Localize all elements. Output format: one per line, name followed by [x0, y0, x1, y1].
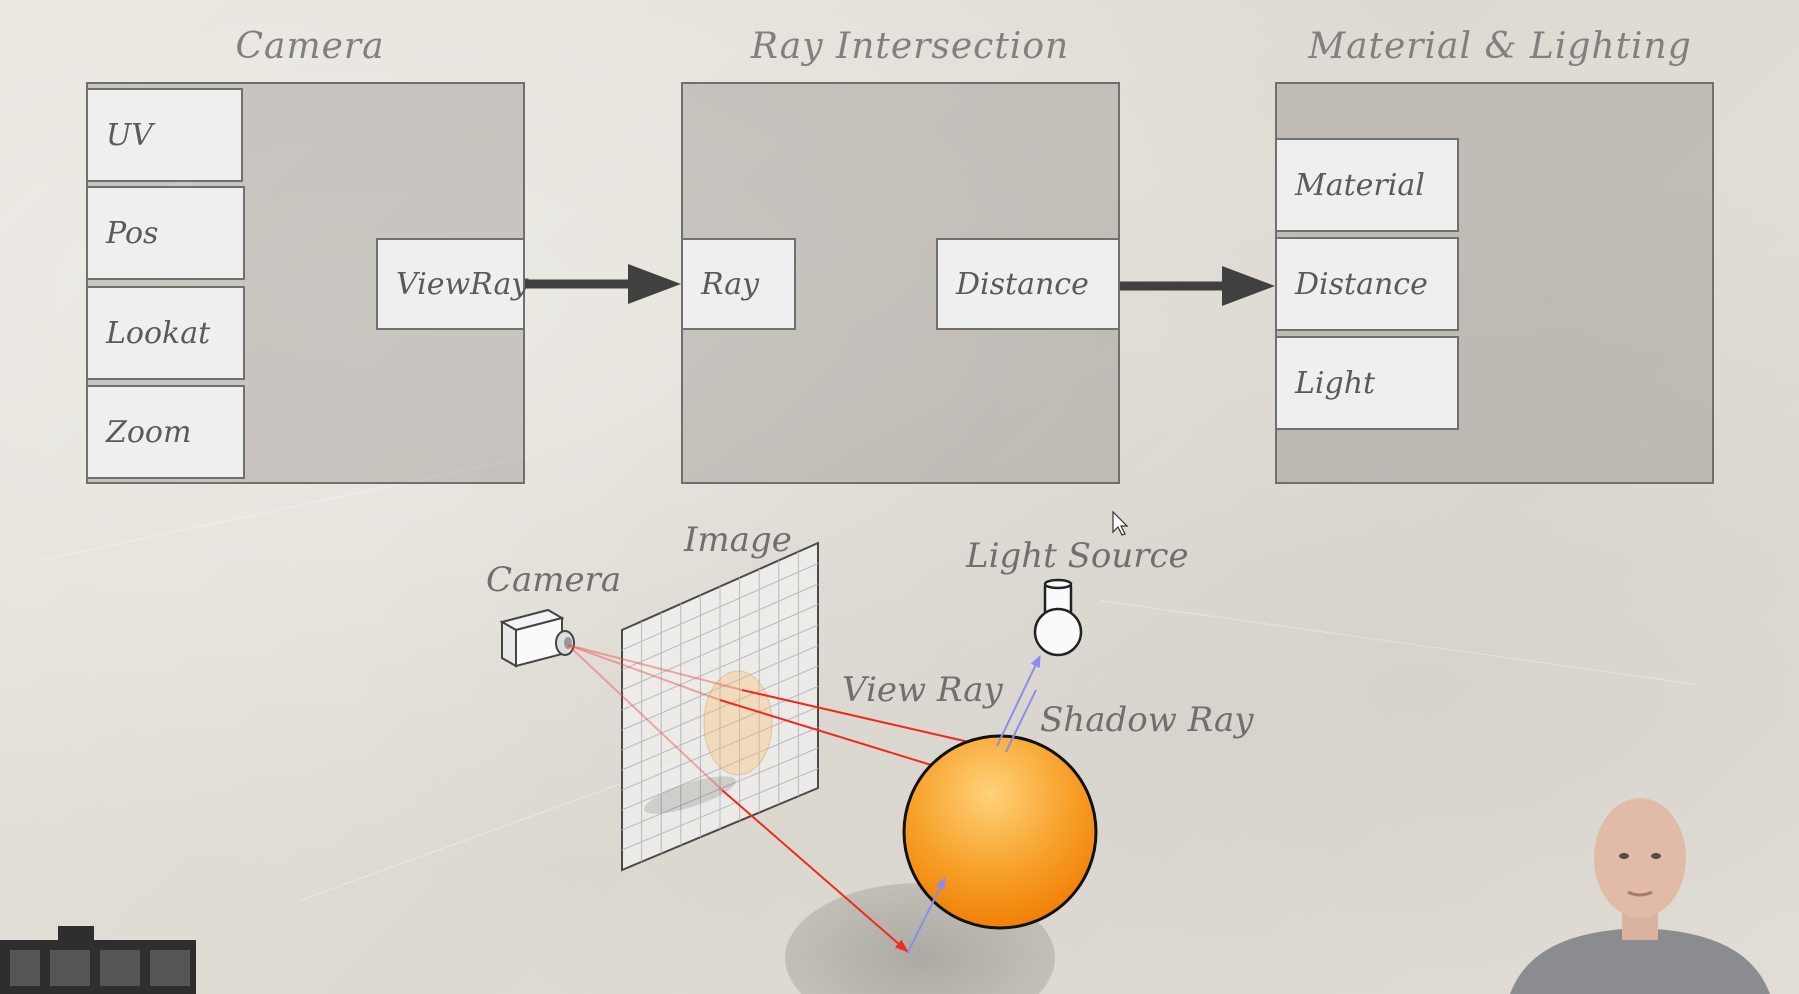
- sketch-shadow-ray-label: Shadow Ray: [1040, 700, 1254, 740]
- camera-input-zoom: Zoom: [86, 385, 245, 479]
- view-ray-faint: [567, 644, 723, 791]
- lighting-input-material: Material: [1275, 138, 1459, 232]
- image-plane: [621, 541, 819, 872]
- shadow-ray-2: [1005, 689, 1037, 753]
- view-ray-1: [741, 689, 996, 750]
- camera-section-title: Camera: [235, 26, 385, 67]
- lighting-section-title: Material & Lighting: [1308, 26, 1692, 67]
- camera-input-pos: Pos: [86, 186, 245, 280]
- camera-input-uv: UV: [86, 88, 243, 182]
- view-ray-3: [721, 789, 909, 953]
- shadow-ray-3: [907, 877, 946, 953]
- camera-output-viewray: ViewRay: [376, 238, 528, 330]
- view-ray-2: [719, 699, 955, 773]
- sketch-image-label: Image: [684, 520, 792, 560]
- intersection-output-distance: Distance: [936, 238, 1120, 330]
- sketch-light-label: Light Source: [966, 536, 1189, 576]
- view-ray-faint: [567, 644, 721, 701]
- channel-logo: [0, 926, 196, 994]
- sphere: [902, 734, 1098, 930]
- light-bulb-icon: [1033, 578, 1083, 657]
- camera-icon: [499, 608, 575, 668]
- flow-arrow-intersection-to-lighting: [1120, 266, 1275, 306]
- sketch-view-ray-label: View Ray: [842, 670, 1003, 710]
- flow-arrow-camera-to-intersection: [525, 264, 681, 304]
- view-ray-faint: [567, 644, 743, 691]
- intersection-section-title: Ray Intersection: [750, 26, 1070, 67]
- lighting-input-distance: Distance: [1275, 237, 1459, 331]
- mouse-cursor-icon: [1112, 510, 1129, 536]
- presenter-video: [1510, 798, 1770, 994]
- camera-input-lookat: Lookat: [86, 286, 245, 380]
- lighting-input-light: Light: [1275, 336, 1459, 430]
- intersection-input-ray: Ray: [681, 238, 796, 330]
- shadow-ray-1: [996, 655, 1041, 747]
- sketch-camera-label: Camera: [486, 560, 622, 600]
